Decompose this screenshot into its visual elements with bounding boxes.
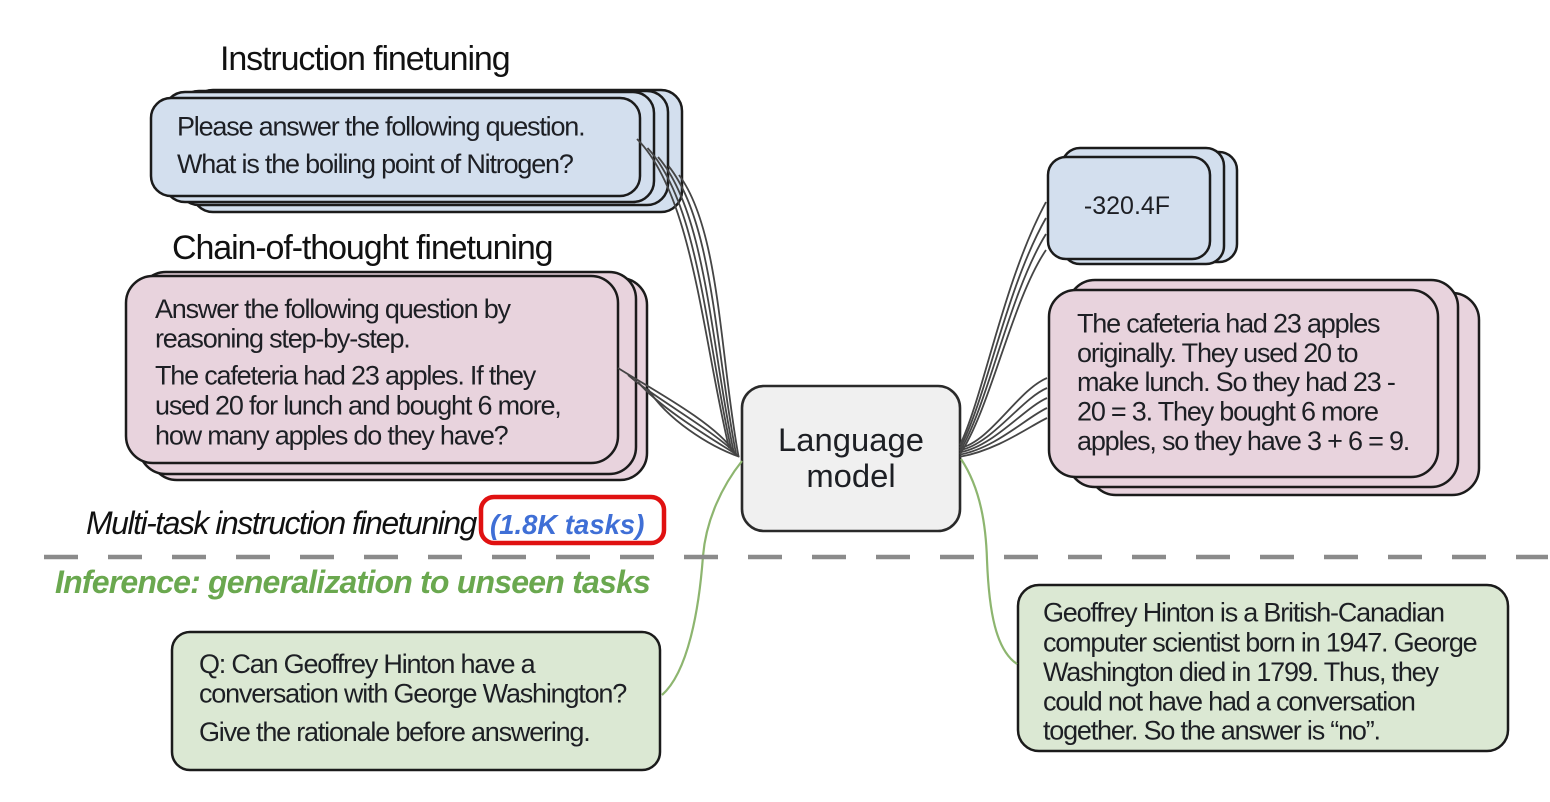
svg-text:Answer the following question: Answer the following question by: [155, 294, 512, 324]
svg-text:Inference: generalization to u: Inference: generalization to unseen task…: [55, 564, 650, 600]
svg-text:how many apples do they have?: how many apples do they have?: [155, 420, 509, 450]
svg-text:originally. They used 20 to: originally. They used 20 to: [1077, 338, 1357, 368]
svg-text:model: model: [806, 457, 895, 494]
svg-text:conversation with George Washi: conversation with George Washington?: [199, 678, 627, 708]
svg-text:(1.8K tasks): (1.8K tasks): [490, 509, 644, 540]
svg-text:computer scientist born in 194: computer scientist born in 1947. George: [1043, 627, 1477, 657]
svg-text:Please answer the following qu: Please answer the following question.: [177, 112, 584, 142]
svg-text:The cafeteria had 23 apples: The cafeteria had 23 apples: [1077, 309, 1380, 339]
svg-text:20 = 3. They bought 6 more: 20 = 3. They bought 6 more: [1077, 397, 1378, 427]
svg-text:Instruction finetuning: Instruction finetuning: [220, 40, 510, 78]
svg-text:could not have had a conversat: could not have had a conversation: [1043, 687, 1415, 717]
svg-text:Geoffrey Hinton is a British-C: Geoffrey Hinton is a British-Canadian: [1043, 598, 1444, 628]
svg-text:The cafeteria had 23 apples. I: The cafeteria had 23 apples. If they: [155, 360, 537, 390]
svg-text:Language: Language: [778, 421, 924, 458]
svg-text:reasoning step-by-step.: reasoning step-by-step.: [155, 323, 410, 353]
svg-text:Q: Can Geoffrey Hinton have a: Q: Can Geoffrey Hinton have a: [199, 649, 537, 679]
svg-text:Multi-task instruction finetun: Multi-task instruction finetuning: [86, 505, 478, 541]
svg-text:Washington died in 1799. Thus,: Washington died in 1799. Thus, they: [1043, 657, 1439, 687]
svg-text:What is the boiling point of N: What is the boiling point of Nitrogen?: [177, 149, 574, 179]
svg-text:used 20 for lunch and bought 6: used 20 for lunch and bought 6 more,: [155, 390, 561, 420]
svg-text:-320.4F: -320.4F: [1084, 192, 1170, 220]
svg-text:together. So the answer is “no: together. So the answer is “no”.: [1043, 716, 1380, 746]
svg-text:Give the rationale before answ: Give the rationale before answering.: [199, 717, 590, 747]
svg-text:Chain-of-thought finetuning: Chain-of-thought finetuning: [172, 229, 552, 267]
svg-text:apples, so they have 3 + 6 = 9: apples, so they have 3 + 6 = 9.: [1077, 426, 1409, 456]
svg-text:make lunch. So they had 23 -: make lunch. So they had 23 -: [1077, 367, 1395, 397]
